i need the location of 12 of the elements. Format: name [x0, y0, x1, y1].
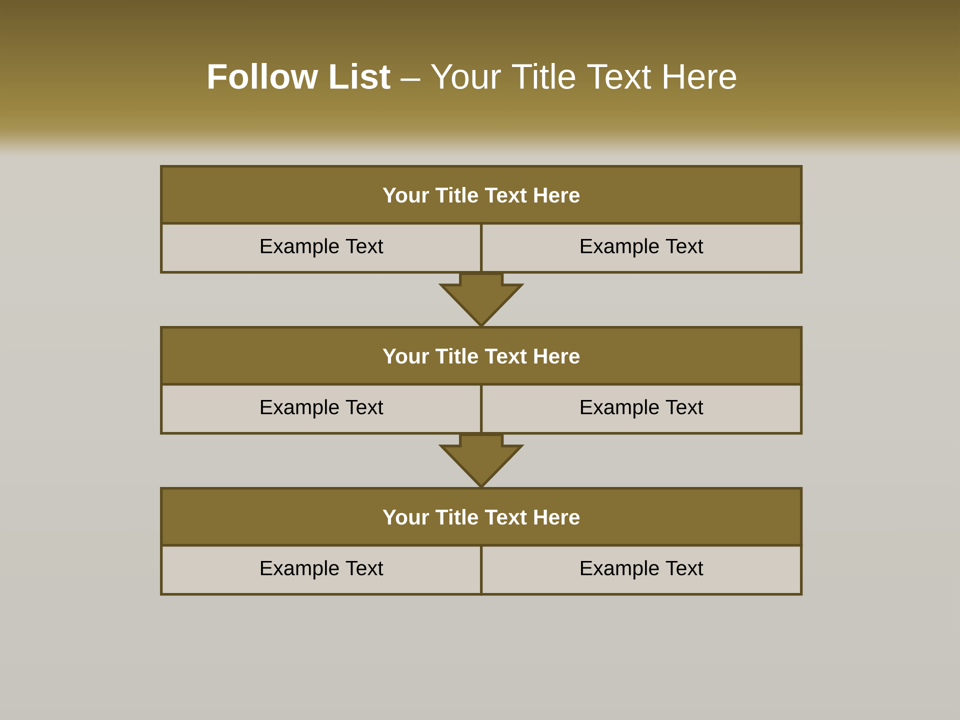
down-arrow	[438, 433, 524, 489]
text-cell: Example Text	[480, 222, 803, 274]
header-bar: Your Title Text Here	[160, 165, 803, 225]
text-cell: Example Text	[480, 383, 803, 435]
text-cell: Example Text	[480, 544, 803, 596]
text-cell: Example Text	[160, 383, 483, 435]
down-arrow	[438, 272, 524, 328]
text-cell: Example Text	[160, 544, 483, 596]
text-cell: Example Text	[160, 222, 483, 274]
header-bar: Your Title Text Here	[160, 487, 803, 547]
header-bar: Your Title Text Here	[160, 326, 803, 386]
slide-title: Follow List – Your Title Text Here	[208, 63, 736, 89]
